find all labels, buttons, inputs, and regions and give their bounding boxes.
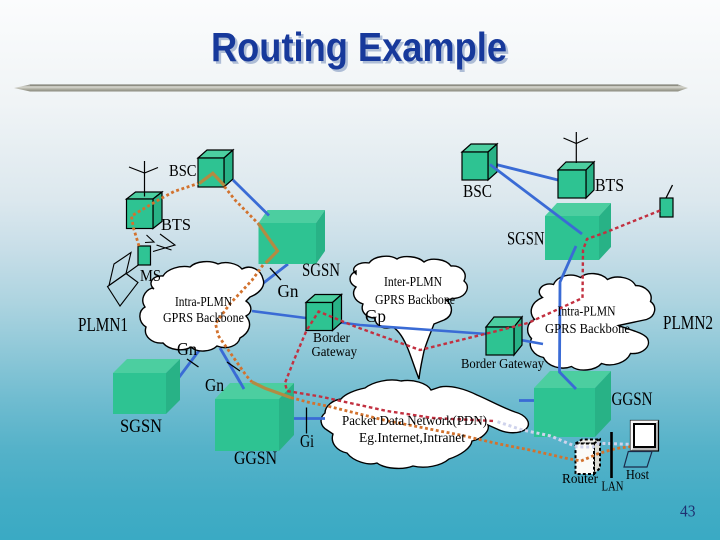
svg-text:GGSN: GGSN xyxy=(234,449,277,469)
svg-text:BSC: BSC xyxy=(169,161,197,180)
svg-text:Gn: Gn xyxy=(205,375,224,395)
svg-text:BSC: BSC xyxy=(463,181,492,201)
svg-text:GPRS Backbone: GPRS Backbone xyxy=(545,321,630,336)
svg-text:Border: Border xyxy=(313,330,350,345)
svg-text:BTS: BTS xyxy=(161,215,191,234)
svg-text:Intra-PLMN: Intra-PLMN xyxy=(558,304,616,319)
svg-text:Routing Example: Routing Example xyxy=(211,24,507,70)
svg-text:Gn: Gn xyxy=(177,339,197,359)
svg-text:Router: Router xyxy=(562,471,598,486)
svg-text:Packet Data Network(PDN): Packet Data Network(PDN) xyxy=(342,413,487,428)
svg-text:SGSN: SGSN xyxy=(507,230,545,250)
svg-text:Intra-PLMN: Intra-PLMN xyxy=(175,294,232,309)
svg-text:Gn: Gn xyxy=(278,281,299,301)
svg-text:PLMN1: PLMN1 xyxy=(78,314,128,336)
svg-text:GPRS Backbone: GPRS Backbone xyxy=(375,292,455,307)
svg-text:BTS: BTS xyxy=(595,175,624,195)
svg-text:Gi: Gi xyxy=(300,431,314,451)
svg-text:43: 43 xyxy=(680,502,696,521)
svg-text:Border Gateway: Border Gateway xyxy=(461,356,544,371)
svg-text:GGSN: GGSN xyxy=(612,390,653,410)
svg-text:Inter-PLMN: Inter-PLMN xyxy=(384,274,442,289)
svg-text:Eg.Internet,Intranet: Eg.Internet,Intranet xyxy=(359,430,465,445)
svg-text:Gateway: Gateway xyxy=(312,344,358,359)
svg-text:GPRS Backbone: GPRS Backbone xyxy=(163,310,244,325)
svg-text:MS: MS xyxy=(140,266,161,285)
svg-text:LAN: LAN xyxy=(602,480,624,495)
svg-text:Host: Host xyxy=(626,467,649,482)
svg-text:PLMN2: PLMN2 xyxy=(663,312,713,334)
svg-text:Routing Example: Routing Example xyxy=(214,27,510,73)
svg-text:Gp: Gp xyxy=(365,306,386,326)
svg-text:SGSN: SGSN xyxy=(302,261,340,281)
svg-text:SGSN: SGSN xyxy=(120,417,162,437)
